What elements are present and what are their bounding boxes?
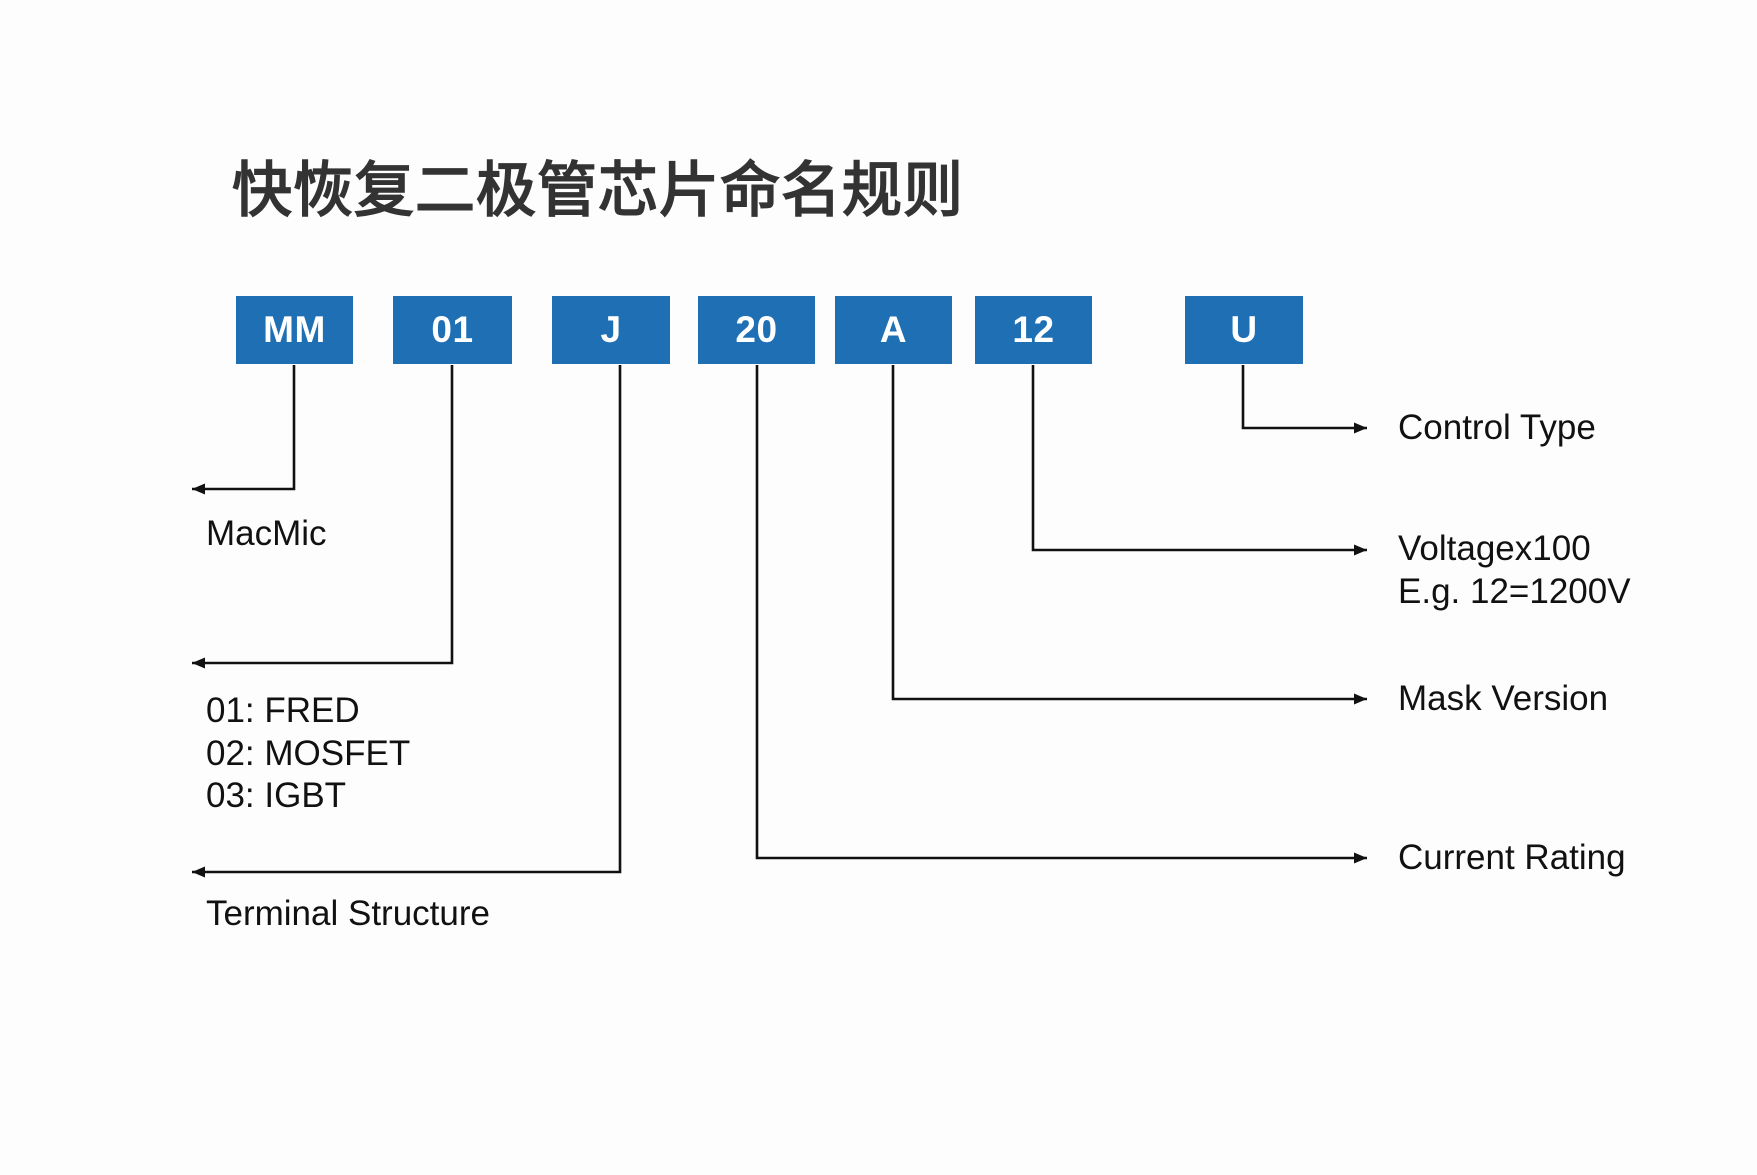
code-box-mm[interactable]: MM xyxy=(236,296,353,364)
code-box-20[interactable]: 20 xyxy=(698,296,815,364)
leader-u-to-control-type xyxy=(1241,365,1367,434)
code-box-a[interactable]: A xyxy=(835,296,952,364)
leader-a-to-mask-version xyxy=(891,365,1367,705)
code-box-01[interactable]: 01 xyxy=(393,296,512,364)
annotation-terminal-structure: Terminal Structure xyxy=(206,894,490,933)
annotation-device-type-list: 01: FRED 02: MOSFET 03: IGBT xyxy=(206,691,411,816)
annotation-current-rating: Current Rating xyxy=(1398,838,1626,877)
code-box-j[interactable]: J xyxy=(552,296,670,364)
code-box-12[interactable]: 12 xyxy=(975,296,1092,364)
annotation-control-type: Control Type xyxy=(1398,408,1596,447)
annotation-voltage: Voltagex100 E.g. 12=1200V xyxy=(1398,529,1631,611)
annotation-macmic: MacMic xyxy=(206,514,327,553)
leader-mm-to-macmic xyxy=(192,365,296,495)
leader-12-to-voltage xyxy=(1031,365,1367,556)
page-title: 快恢复二极管芯片命名规则 xyxy=(232,156,964,226)
code-box-u[interactable]: U xyxy=(1185,296,1303,364)
leader-20-to-current-rating xyxy=(755,365,1367,864)
annotation-mask-version: Mask Version xyxy=(1398,679,1609,718)
